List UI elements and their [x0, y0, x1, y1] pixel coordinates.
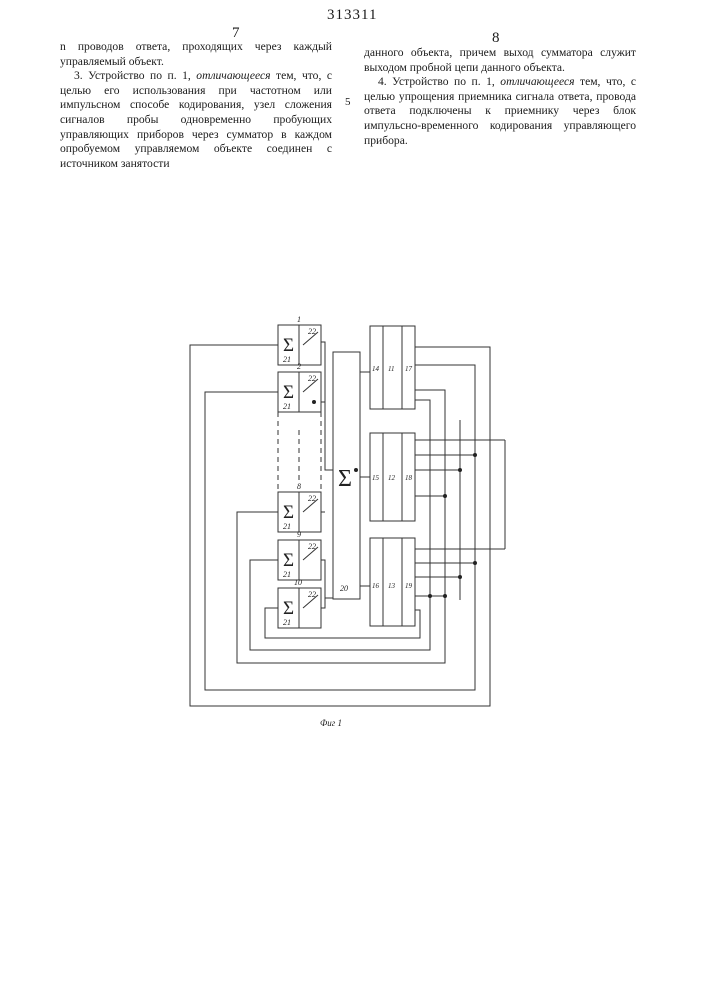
- right-block-1-label-a: 14: [372, 365, 380, 373]
- left-block-10-number: 10: [294, 578, 302, 587]
- left-block-2-number: 2: [297, 362, 301, 371]
- left-block-1-sum-label: 21: [283, 355, 291, 364]
- left-block-1-number: 1: [297, 315, 301, 324]
- left-block-2-out-label: 22: [308, 374, 316, 383]
- left-block-9-sigma: Σ: [283, 550, 294, 571]
- left-block-2-sum-label: 21: [283, 402, 291, 411]
- right-block-2-label-c: 18: [405, 474, 413, 482]
- left-block-1-sigma: Σ: [283, 335, 294, 356]
- left-block-1-out-label: 22: [308, 327, 316, 336]
- left-block-8-out-label: 22: [308, 494, 316, 503]
- right-block-3-label-b: 13: [388, 582, 396, 590]
- right-block-3-label-c: 19: [405, 582, 413, 590]
- left-block-9-out-label: 22: [308, 542, 316, 551]
- right-block-3-label-a: 16: [372, 582, 380, 590]
- right-block-1-label-b: 11: [388, 365, 394, 373]
- left-block-9-number: 9: [297, 530, 301, 539]
- left-block-10-sum-label: 21: [283, 618, 291, 627]
- right-block-2-label-a: 15: [372, 474, 380, 482]
- right-block-2-label-b: 12: [388, 474, 396, 482]
- figure-caption: Фиг 1: [320, 718, 342, 728]
- left-block-2-sigma: Σ: [283, 382, 294, 403]
- left-block-10-sigma: Σ: [283, 598, 294, 619]
- big-summator-sigma: Σ: [338, 466, 352, 492]
- left-block-8-sum-label: 21: [283, 522, 291, 531]
- left-block-9-sum-label: 21: [283, 570, 291, 579]
- big-summator-label: 20: [340, 584, 348, 593]
- right-block-1-label-c: 17: [405, 365, 413, 373]
- left-block-8-number: 8: [297, 482, 301, 491]
- left-block-10-out-label: 22: [308, 590, 316, 599]
- left-block-8-sigma: Σ: [283, 502, 294, 523]
